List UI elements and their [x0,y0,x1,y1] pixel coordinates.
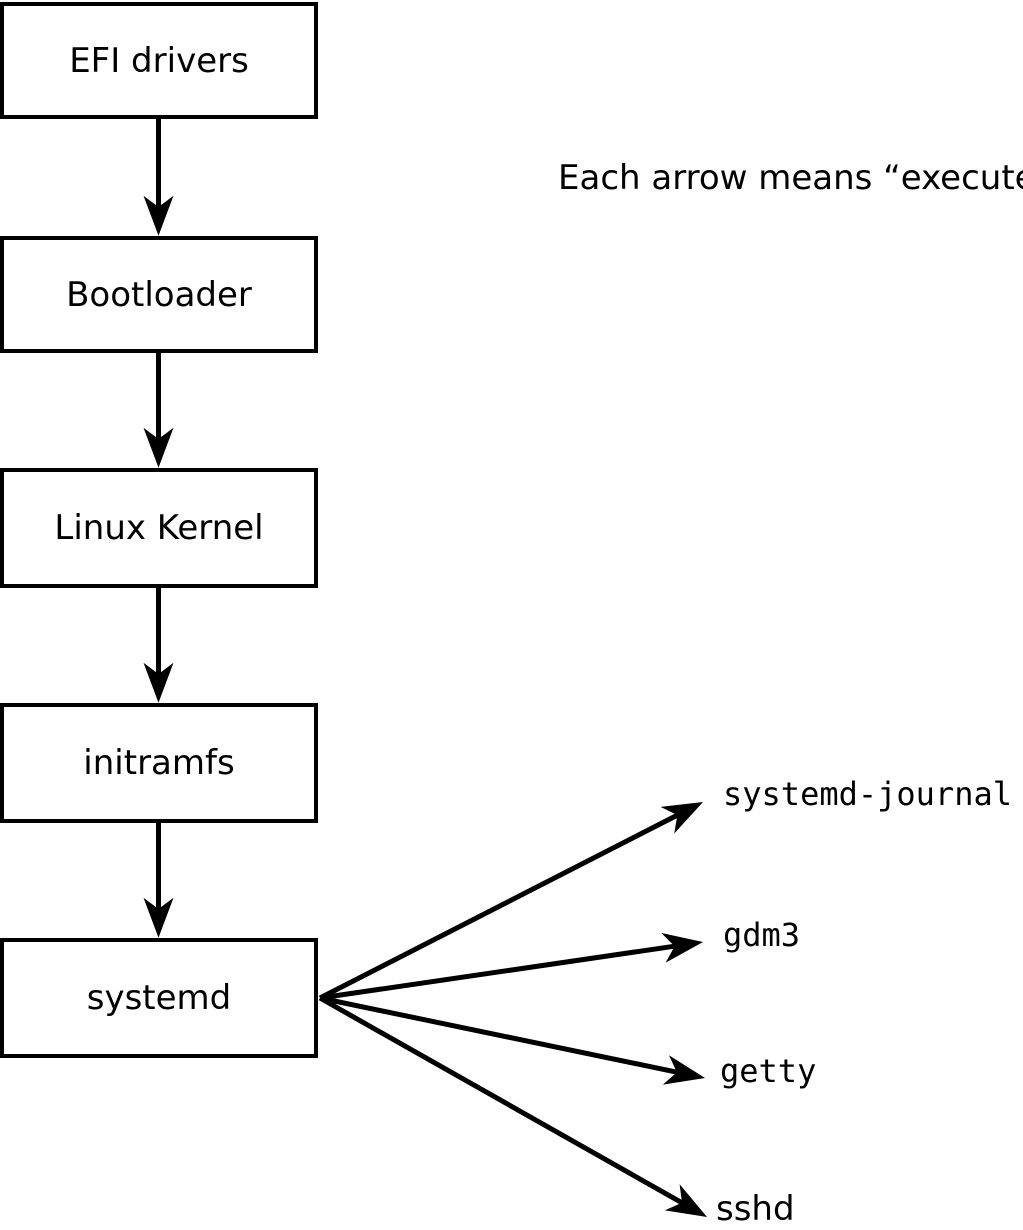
arrow-systemd-to-sshd [318,995,708,1217]
node-efi-drivers-label: EFI drivers [69,40,249,81]
node-linux-kernel: Linux Kernel [0,468,318,588]
node-systemd: systemd [0,938,318,1058]
arrow-systemd-to-journal [318,802,703,1001]
arrow-systemd-to-getty [319,995,706,1085]
node-bootloader: Bootloader [0,236,318,353]
arrow-systemd-to-gdm3 [319,932,704,1001]
label-gdm3: gdm3 [723,916,801,954]
label-getty: getty [720,1052,817,1090]
label-systemd-journal: systemd-journal [723,775,1012,813]
node-bootloader-label: Bootloader [66,274,252,315]
node-linux-kernel-label: Linux Kernel [54,508,264,548]
node-initramfs-label: initramfs [83,743,235,783]
node-initramfs: initramfs [0,703,318,823]
legend-note: Each arrow means “executes”. [558,158,1023,198]
node-efi-drivers: EFI drivers [0,2,318,119]
node-systemd-label: systemd [86,978,232,1018]
label-sshd: sshd [716,1189,795,1229]
